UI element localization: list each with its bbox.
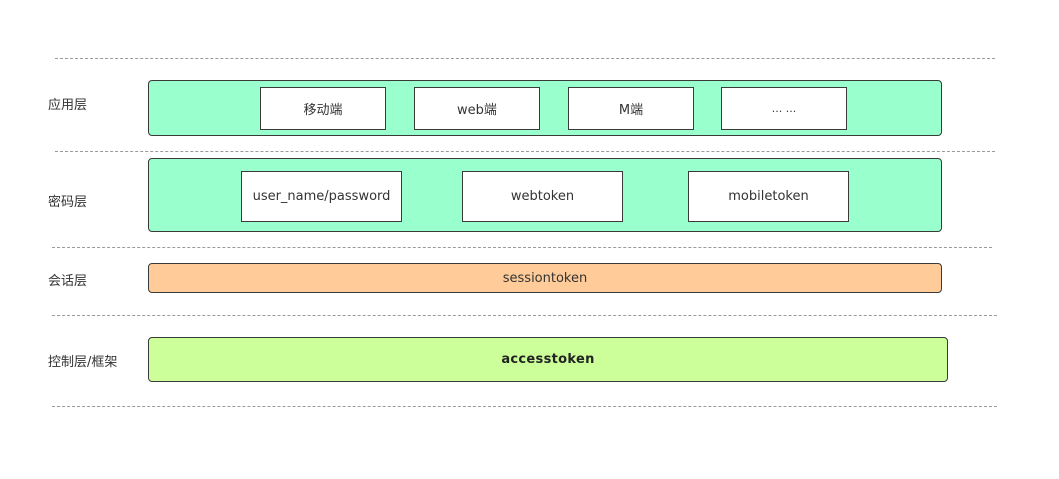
username-password-box: user_name/password — [241, 171, 402, 222]
control-layer-label: 控制层/框架 — [48, 355, 118, 370]
web-client-box: web端 — [414, 87, 540, 130]
divider-password-session — [52, 247, 992, 248]
control-layer-band: accesstoken — [148, 337, 948, 382]
webtoken-box: webtoken — [462, 171, 623, 222]
application-layer-band: 移动端 web端 M端 ... ... — [148, 80, 942, 136]
divider-session-control — [52, 315, 997, 316]
divider-bottom — [52, 406, 997, 407]
more-clients-box: ... ... — [721, 87, 847, 130]
divider-top — [55, 58, 995, 59]
session-layer-band: sessiontoken — [148, 263, 942, 293]
session-layer-label: 会话层 — [48, 274, 88, 289]
password-layer-label: 密码层 — [48, 195, 88, 210]
accesstoken-label: accesstoken — [501, 352, 595, 367]
password-layer-band: user_name/password webtoken mobiletoken — [148, 158, 942, 232]
application-layer-label: 应用层 — [48, 98, 88, 113]
divider-app-password — [55, 151, 995, 152]
mobile-client-box: 移动端 — [260, 87, 386, 130]
m-client-box: M端 — [568, 87, 694, 130]
sessiontoken-label: sessiontoken — [502, 270, 588, 286]
mobiletoken-box: mobiletoken — [688, 171, 849, 222]
